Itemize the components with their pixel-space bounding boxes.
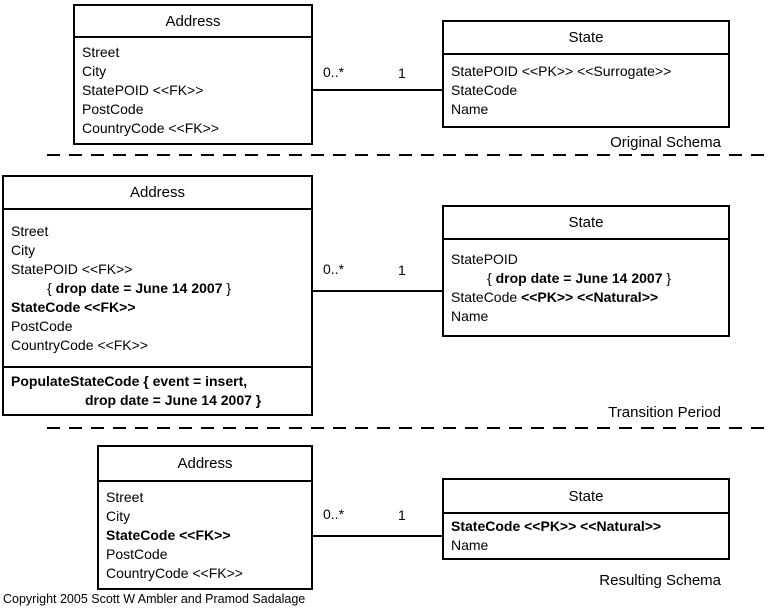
section-divider-1	[47, 154, 770, 156]
attribute-line: { drop date = June 14 2007 }	[47, 279, 232, 296]
attribute-line: StatePOID <<FK>>	[82, 82, 204, 98]
attribute-list: StateCode <<PK>> <<Natural>> Name	[444, 512, 728, 558]
attribute-line: StateCode <<FK>>	[11, 298, 136, 315]
attribute-line: Name	[451, 537, 489, 553]
entity-title: State	[568, 487, 604, 505]
copyright-text: Copyright 2005 Scott W Ambler and Pramod…	[3, 592, 306, 606]
state-entity-transition: State StatePOID { drop date = June 14 200…	[442, 205, 730, 337]
attribute-line: PostCode	[82, 101, 144, 117]
operation-line: drop date = June 14 2007 }	[85, 392, 262, 408]
association-line-original	[313, 89, 442, 91]
attribute-line: StateCode <<PK>> <<Natural>>	[451, 288, 659, 305]
attribute-line: PostCode	[11, 317, 73, 334]
attribute-line: City	[11, 241, 36, 258]
attribute-line: StateCode <<PK>> <<Natural>>	[451, 518, 662, 534]
state-entity-original: State StatePOID <<PK>> <<Surrogate>>Stat…	[442, 20, 730, 128]
entity-title: State	[568, 214, 604, 231]
attribute-line: CountryCode <<FK>>	[106, 564, 243, 581]
multiplicity-one-original: 1	[398, 65, 406, 81]
entity-title: Address	[177, 455, 233, 472]
attribute-line: StateCode	[451, 82, 518, 98]
multiplicity-one-resulting: 1	[398, 507, 406, 523]
section-label-resulting: Resulting Schema	[599, 572, 721, 589]
multiplicity-many-transition: 0..*	[323, 261, 345, 277]
operation-list: PopulateStateCode { event = insert, drop …	[4, 366, 311, 414]
section-label-transition: Transition Period	[608, 404, 721, 421]
section-divider-2	[47, 427, 770, 429]
multiplicity-many-resulting: 0..*	[323, 506, 345, 522]
attribute-line: StatePOID <<FK>>	[11, 260, 133, 277]
attribute-line: City	[82, 63, 107, 79]
entity-title: State	[568, 29, 604, 46]
multiplicity-many-original: 0..*	[323, 64, 345, 80]
attribute-line: Street	[106, 488, 144, 505]
state-entity-resulting: State StateCode <<PK>> <<Natural>> Name	[442, 478, 730, 560]
entity-title: Address	[165, 12, 221, 30]
attribute-line: Name	[451, 307, 489, 324]
attribute-line: StatePOID	[451, 250, 518, 267]
section-label-original: Original Schema	[610, 134, 721, 151]
attribute-line: CountryCode <<FK>>	[82, 120, 219, 136]
association-line-resulting	[313, 535, 442, 537]
attribute-line: Name	[451, 101, 489, 117]
attribute-line: StatePOID <<PK>> <<Surrogate>>	[451, 63, 672, 79]
attribute-line: StateCode <<FK>>	[106, 526, 231, 543]
attribute-line: PostCode	[106, 545, 168, 562]
attribute-line: { drop date = June 14 2007 }	[487, 269, 672, 286]
attribute-line: Street	[11, 222, 49, 239]
attribute-line: CountryCode <<FK>>	[11, 336, 148, 353]
operation-line: PopulateStateCode { event = insert,	[11, 373, 248, 389]
attribute-line: City	[106, 507, 131, 524]
attribute-list: StatePOID { drop date = June 14 2007 } Sta…	[444, 238, 728, 335]
entity-title: Address	[129, 184, 186, 201]
association-line-transition	[313, 290, 442, 292]
attribute-line: Street	[82, 44, 120, 60]
multiplicity-one-transition: 1	[398, 262, 406, 278]
